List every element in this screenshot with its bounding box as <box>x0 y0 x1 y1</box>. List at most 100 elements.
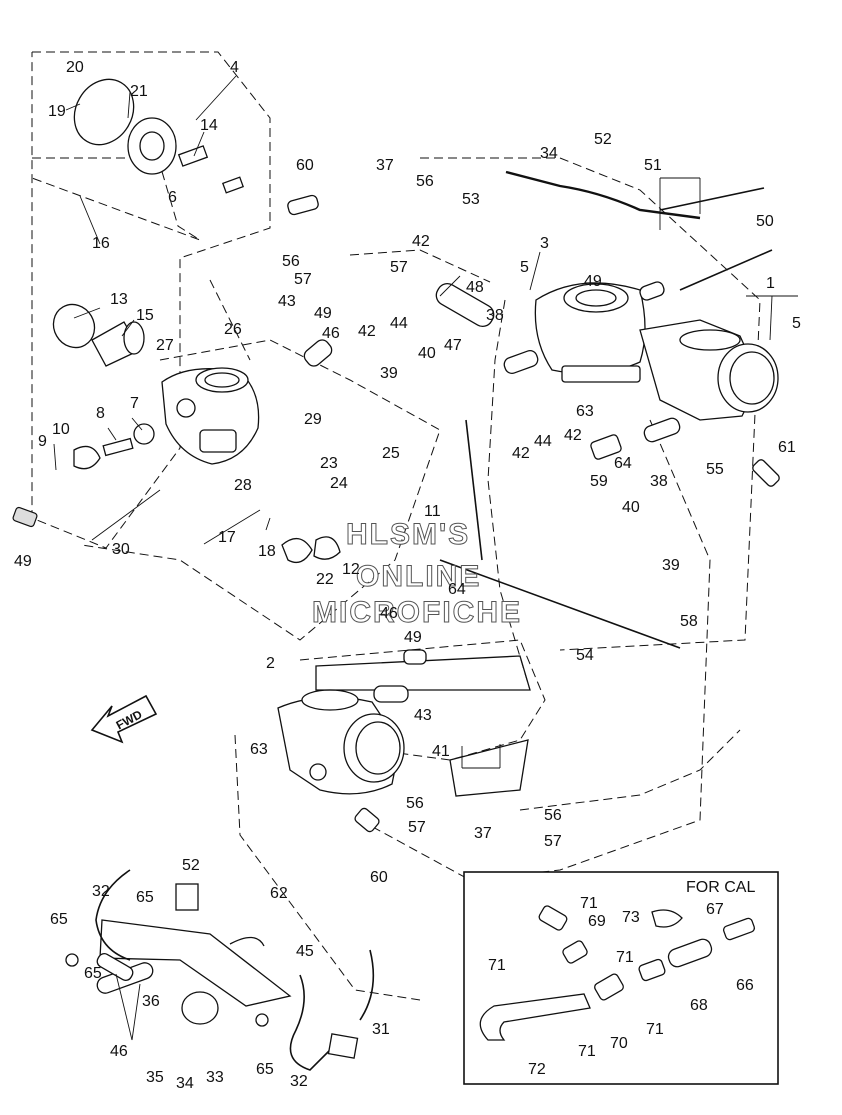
callout-62: 62 <box>270 885 288 902</box>
callout-57-d: 57 <box>544 833 562 850</box>
callout-35: 35 <box>146 1069 164 1086</box>
callout-8: 8 <box>96 405 105 422</box>
callout-63-left: 63 <box>250 741 268 758</box>
callout-57-a: 57 <box>294 271 312 288</box>
callout-5-right: 5 <box>792 315 801 332</box>
watermark-line-3: MICROFICHE <box>312 596 522 629</box>
leader-lines <box>53 75 798 1041</box>
callout-40-right: 40 <box>622 499 640 516</box>
callout-40-left: 40 <box>418 345 436 362</box>
callout-18: 18 <box>258 543 276 560</box>
callout-16: 16 <box>92 235 110 252</box>
callout-9: 9 <box>38 433 47 450</box>
callout-36: 36 <box>142 993 160 1010</box>
callout-34-bottom: 34 <box>176 1075 194 1092</box>
inset-title: FOR CAL <box>686 879 755 896</box>
callout-64-b: 64 <box>448 581 466 598</box>
callout-26: 26 <box>224 321 242 338</box>
callout-67: 67 <box>706 901 724 918</box>
callout-49-c: 49 <box>14 553 32 570</box>
callout-50: 50 <box>756 213 774 230</box>
callout-69: 69 <box>588 913 606 930</box>
callout-25: 25 <box>382 445 400 462</box>
callout-53: 53 <box>462 191 480 208</box>
callout-37-bottom: 37 <box>474 825 492 842</box>
callout-71-a: 71 <box>580 895 598 912</box>
callout-57-c: 57 <box>408 819 426 836</box>
callout-42-b: 42 <box>358 323 376 340</box>
carburetor-front-pair <box>534 282 779 421</box>
part-callouts: 1 2 3 4 5 5 6 7 8 9 10 11 12 13 14 15 16… <box>14 59 801 1092</box>
callout-28: 28 <box>234 477 252 494</box>
callout-56-a: 56 <box>416 173 434 190</box>
callout-60-top: 60 <box>296 157 314 174</box>
callout-44-top: 44 <box>390 315 408 332</box>
callout-38-upper: 38 <box>486 307 504 324</box>
callout-31: 31 <box>372 1021 390 1038</box>
callout-57-b: 57 <box>390 259 408 276</box>
callout-23: 23 <box>320 455 338 472</box>
linkage-rods <box>315 170 773 797</box>
callout-47: 47 <box>444 337 462 354</box>
callout-39-left: 39 <box>380 365 398 382</box>
diaphragm-parts <box>12 78 341 564</box>
callout-65-b: 65 <box>50 911 68 928</box>
callout-6: 6 <box>168 189 177 206</box>
callout-55: 55 <box>706 461 724 478</box>
callout-42-d: 42 <box>512 445 530 462</box>
watermark-line-1: HLSM'S <box>346 518 470 551</box>
callout-21: 21 <box>130 83 148 100</box>
callout-49-a: 49 <box>314 305 332 322</box>
callout-52-bottom: 52 <box>182 857 200 874</box>
callout-63-top: 63 <box>576 403 594 420</box>
for-cal-inset: FOR CAL <box>463 871 779 1085</box>
callout-5-top: 5 <box>520 259 529 276</box>
carburetor-assy-2 <box>277 689 405 795</box>
callout-30: 30 <box>112 541 130 558</box>
callout-73: 73 <box>622 909 640 926</box>
callout-64-a: 64 <box>614 455 632 472</box>
callout-49-b: 49 <box>584 273 602 290</box>
callout-32-top: 32 <box>92 883 110 900</box>
callout-46-b: 46 <box>380 605 398 622</box>
callout-65-c: 65 <box>84 965 102 982</box>
callout-41: 41 <box>432 743 450 760</box>
callout-71-c: 71 <box>488 957 506 974</box>
callout-46-a: 46 <box>322 325 340 342</box>
assembly-outlines <box>31 51 761 1001</box>
callout-19: 19 <box>48 103 66 120</box>
callout-29: 29 <box>304 411 322 428</box>
callout-37-top: 37 <box>376 157 394 174</box>
callout-60-bottom: 60 <box>370 869 388 886</box>
callout-12: 12 <box>342 561 360 578</box>
callout-22: 22 <box>316 571 334 588</box>
callout-20: 20 <box>66 59 84 76</box>
callout-54: 54 <box>576 647 594 664</box>
callout-33: 33 <box>206 1069 224 1086</box>
callout-68: 68 <box>690 997 708 1014</box>
callout-17: 17 <box>218 529 236 546</box>
callout-72: 72 <box>528 1061 546 1078</box>
callout-44-bottom: 44 <box>534 433 552 450</box>
callout-56-d: 56 <box>544 807 562 824</box>
callout-15: 15 <box>136 307 154 324</box>
callout-65-d: 65 <box>256 1061 274 1078</box>
callout-59: 59 <box>590 473 608 490</box>
hoses-and-tubes <box>287 194 780 833</box>
callout-34-top: 34 <box>540 145 558 162</box>
callout-14: 14 <box>200 117 218 134</box>
callout-46-c: 46 <box>110 1043 128 1060</box>
callout-52-top: 52 <box>594 131 612 148</box>
callout-71-e: 71 <box>578 1043 596 1060</box>
callout-27: 27 <box>156 337 174 354</box>
callout-38-lower: 38 <box>650 473 668 490</box>
callout-61: 61 <box>778 439 796 456</box>
callout-66: 66 <box>736 977 754 994</box>
callout-70: 70 <box>610 1035 628 1052</box>
callout-45: 45 <box>296 943 314 960</box>
callout-7: 7 <box>130 395 139 412</box>
callout-4: 4 <box>230 59 239 76</box>
callout-39-right: 39 <box>662 557 680 574</box>
callout-48: 48 <box>466 279 484 296</box>
